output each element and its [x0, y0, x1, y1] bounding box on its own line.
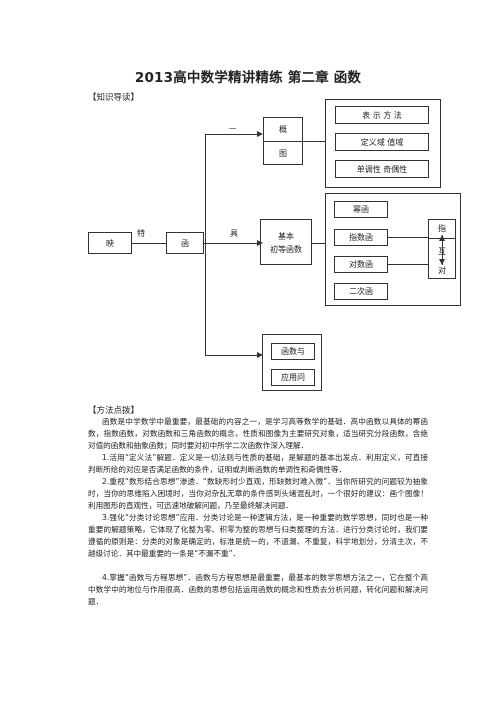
paragraph-point-1: 1.活用“定义法”解题．定义是一切法则与性质的基础，是解题的基本出发点．利用定义…	[88, 453, 428, 474]
box-application-problems: 应用问	[271, 369, 315, 386]
paragraph-point-3: 3.强化“分类讨论思想”应用．分类讨论是一种逻辑方法，是一种重要的数学思想，同时…	[88, 513, 428, 558]
box-exponential-function: 指数函	[334, 229, 388, 246]
diagram-box-function: 函	[166, 232, 204, 254]
box-monotonic-parity: 单调性 奇偶性	[335, 160, 429, 178]
basic-functions-group	[325, 193, 461, 306]
inverse-label-3: 对	[438, 266, 446, 275]
basic-label-2: 初等函数	[270, 245, 302, 254]
connector-line	[303, 141, 325, 142]
basic-label-1: 基本	[278, 232, 294, 241]
label-te: 特	[137, 229, 145, 238]
arrow-right	[257, 352, 263, 358]
diagram-box-mapping: 映	[88, 232, 132, 254]
box-function-and: 函数与	[271, 343, 315, 360]
box-power-function: 幂函	[334, 201, 388, 218]
arrow-down	[439, 259, 445, 265]
label-dash: 一	[229, 125, 236, 133]
paragraph-intro: 函数是中学数学中最重要，最基础的内容之一，是学习高等数学的基础．高中函数以具体的…	[88, 417, 428, 450]
box-quadratic-function: 二次函	[334, 283, 388, 300]
page-title: 2013高中数学精讲精练 第二章 函数	[134, 70, 362, 86]
concept-label: 概	[264, 118, 302, 142]
box-log-function: 对数函	[334, 256, 388, 273]
section-heading-methods: 【方法点拨】	[88, 406, 140, 416]
connector-line	[204, 243, 260, 244]
label-ju: 具	[230, 229, 238, 238]
arrow-up	[439, 235, 445, 241]
connector-line	[312, 243, 325, 244]
diagram-box-application	[262, 334, 322, 391]
connector-line	[205, 355, 260, 356]
properties-group	[325, 99, 441, 188]
double-arrow-line	[442, 235, 443, 265]
spine-line	[205, 134, 206, 356]
box-representation: 表 示 方 法	[335, 106, 429, 124]
connector-line	[388, 264, 428, 265]
section-heading-knowledge: 【知识导读】	[88, 93, 140, 103]
diagram-box-basic-functions: 基本 初等函数	[260, 219, 312, 265]
paragraph-point-2: 2.重视“数形结合思想”渗透．“数缺形时少直观，形缺数时难入微”．当你所研究的问…	[88, 477, 428, 510]
graph-label: 图	[279, 148, 287, 158]
paragraph-point-4: 4.掌握“函数与方程思想”．函数与方程思想是最重要，最基本的数学思想方法之一，它…	[88, 573, 428, 606]
diagram-box-concept: 概 图	[263, 117, 303, 165]
connector-line	[205, 134, 260, 135]
connector-line	[388, 237, 428, 238]
arrow-right	[257, 131, 263, 137]
connector-line	[132, 243, 166, 244]
box-domain-range: 定义域 值域	[335, 133, 429, 151]
